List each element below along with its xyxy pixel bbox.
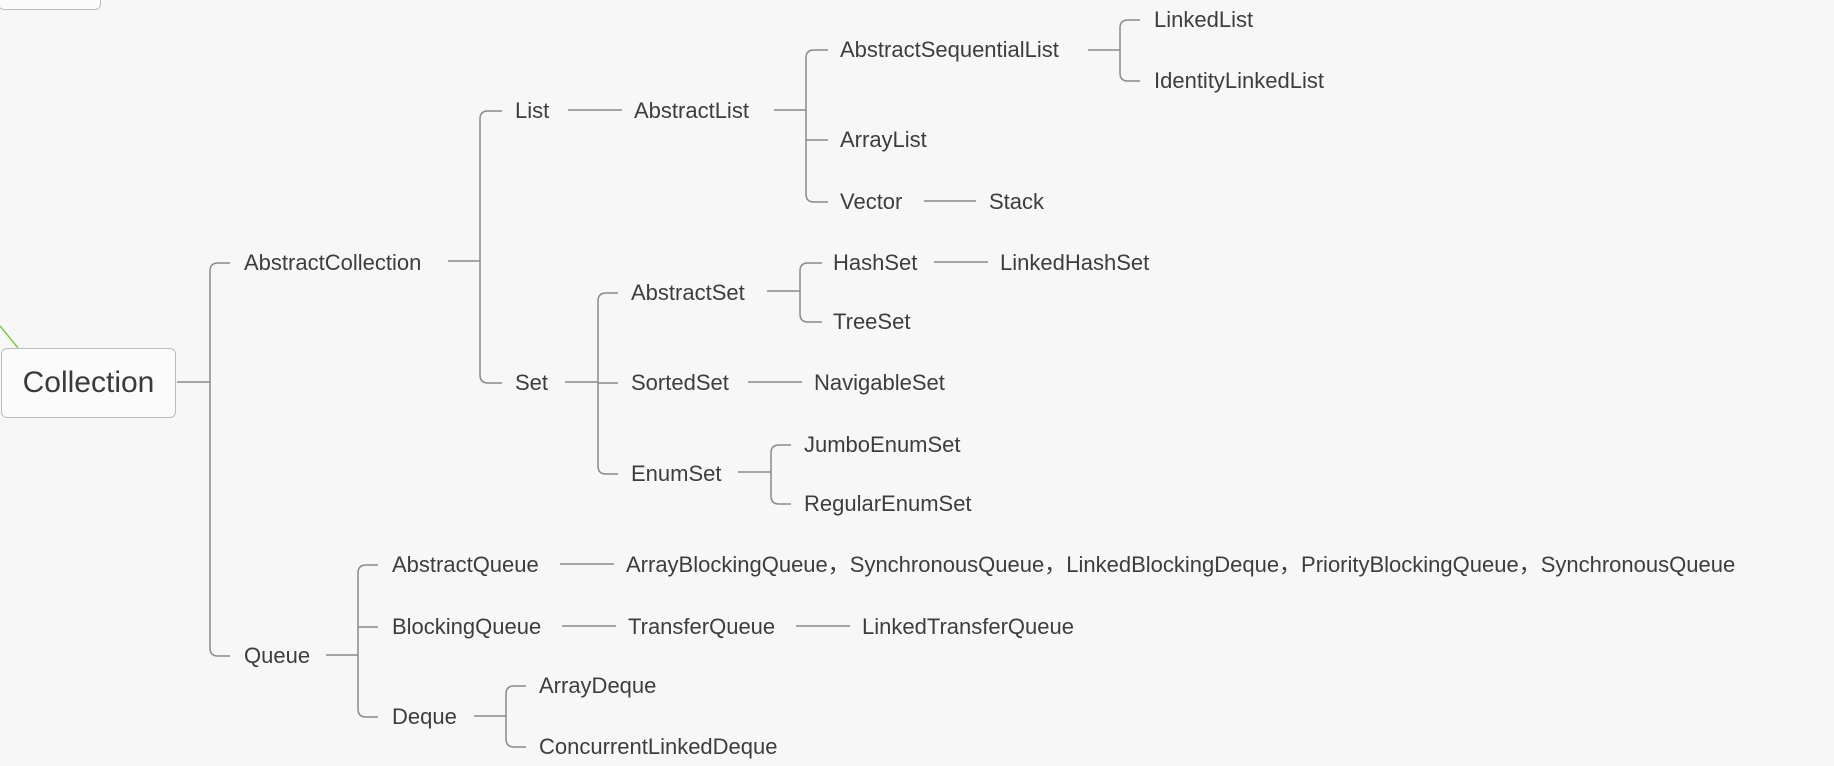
node-deque[interactable]: Deque [392, 704, 457, 729]
connector-collection-trunk [209, 262, 230, 657]
node-concurrent-linked-deque[interactable]: ConcurrentLinkedDeque [539, 734, 778, 759]
node-linked-hash-set[interactable]: LinkedHashSet [1000, 250, 1150, 275]
node-list[interactable]: List [515, 98, 550, 123]
root-node-label: Collection [22, 366, 155, 399]
connector-enum-set-trunk [770, 444, 791, 505]
node-vector[interactable]: Vector [840, 189, 903, 214]
node-jumbo-enum-set[interactable]: JumboEnumSet [804, 432, 961, 457]
root-node-collection[interactable]: Collection [1, 348, 176, 418]
node-queue[interactable]: Queue [244, 643, 311, 668]
node-tree-set[interactable]: TreeSet [833, 309, 911, 334]
node-regular-enum-set[interactable]: RegularEnumSet [804, 491, 972, 516]
connector-abstract-set-trunk [799, 262, 822, 323]
node-abstract-queue[interactable]: AbstractQueue [392, 552, 539, 577]
node-navigable-set[interactable]: NavigableSet [814, 370, 945, 395]
node-linked-list[interactable]: LinkedList [1154, 7, 1254, 32]
node-linked-transfer-queue[interactable]: LinkedTransferQueue [862, 614, 1074, 639]
parent-link-line [0, 325, 19, 349]
node-abstract-set[interactable]: AbstractSet [631, 280, 745, 305]
connector-abstract-sequential-list-trunk [1119, 19, 1140, 82]
node-identity-linked-list[interactable]: IdentityLinkedList [1154, 68, 1324, 93]
node-stack[interactable]: Stack [989, 189, 1045, 214]
connector-deque-trunk [505, 685, 526, 748]
node-hash-set[interactable]: HashSet [833, 250, 918, 275]
node-array-list[interactable]: ArrayList [840, 127, 927, 152]
offscreen-parent-node[interactable] [0, 0, 101, 10]
connector-abstract-collection-trunk [479, 110, 502, 384]
node-set[interactable]: Set [515, 370, 549, 395]
node-transfer-queue[interactable]: TransferQueue [628, 614, 776, 639]
connector-queue-trunk [357, 564, 378, 718]
node-abstract-collection[interactable]: AbstractCollection [244, 250, 422, 275]
node-abstract-queue-implementations[interactable]: ArrayBlockingQueue，SynchronousQueue，Link… [626, 552, 1736, 577]
node-array-deque[interactable]: ArrayDeque [539, 673, 657, 698]
node-sorted-set[interactable]: SortedSet [631, 370, 729, 395]
node-blocking-queue[interactable]: BlockingQueue [392, 614, 542, 639]
node-abstract-list[interactable]: AbstractList [634, 98, 749, 123]
connector-abstract-list-trunk [805, 49, 828, 203]
node-abstract-sequential-list[interactable]: AbstractSequentialList [840, 37, 1059, 62]
node-enum-set[interactable]: EnumSet [631, 461, 722, 486]
